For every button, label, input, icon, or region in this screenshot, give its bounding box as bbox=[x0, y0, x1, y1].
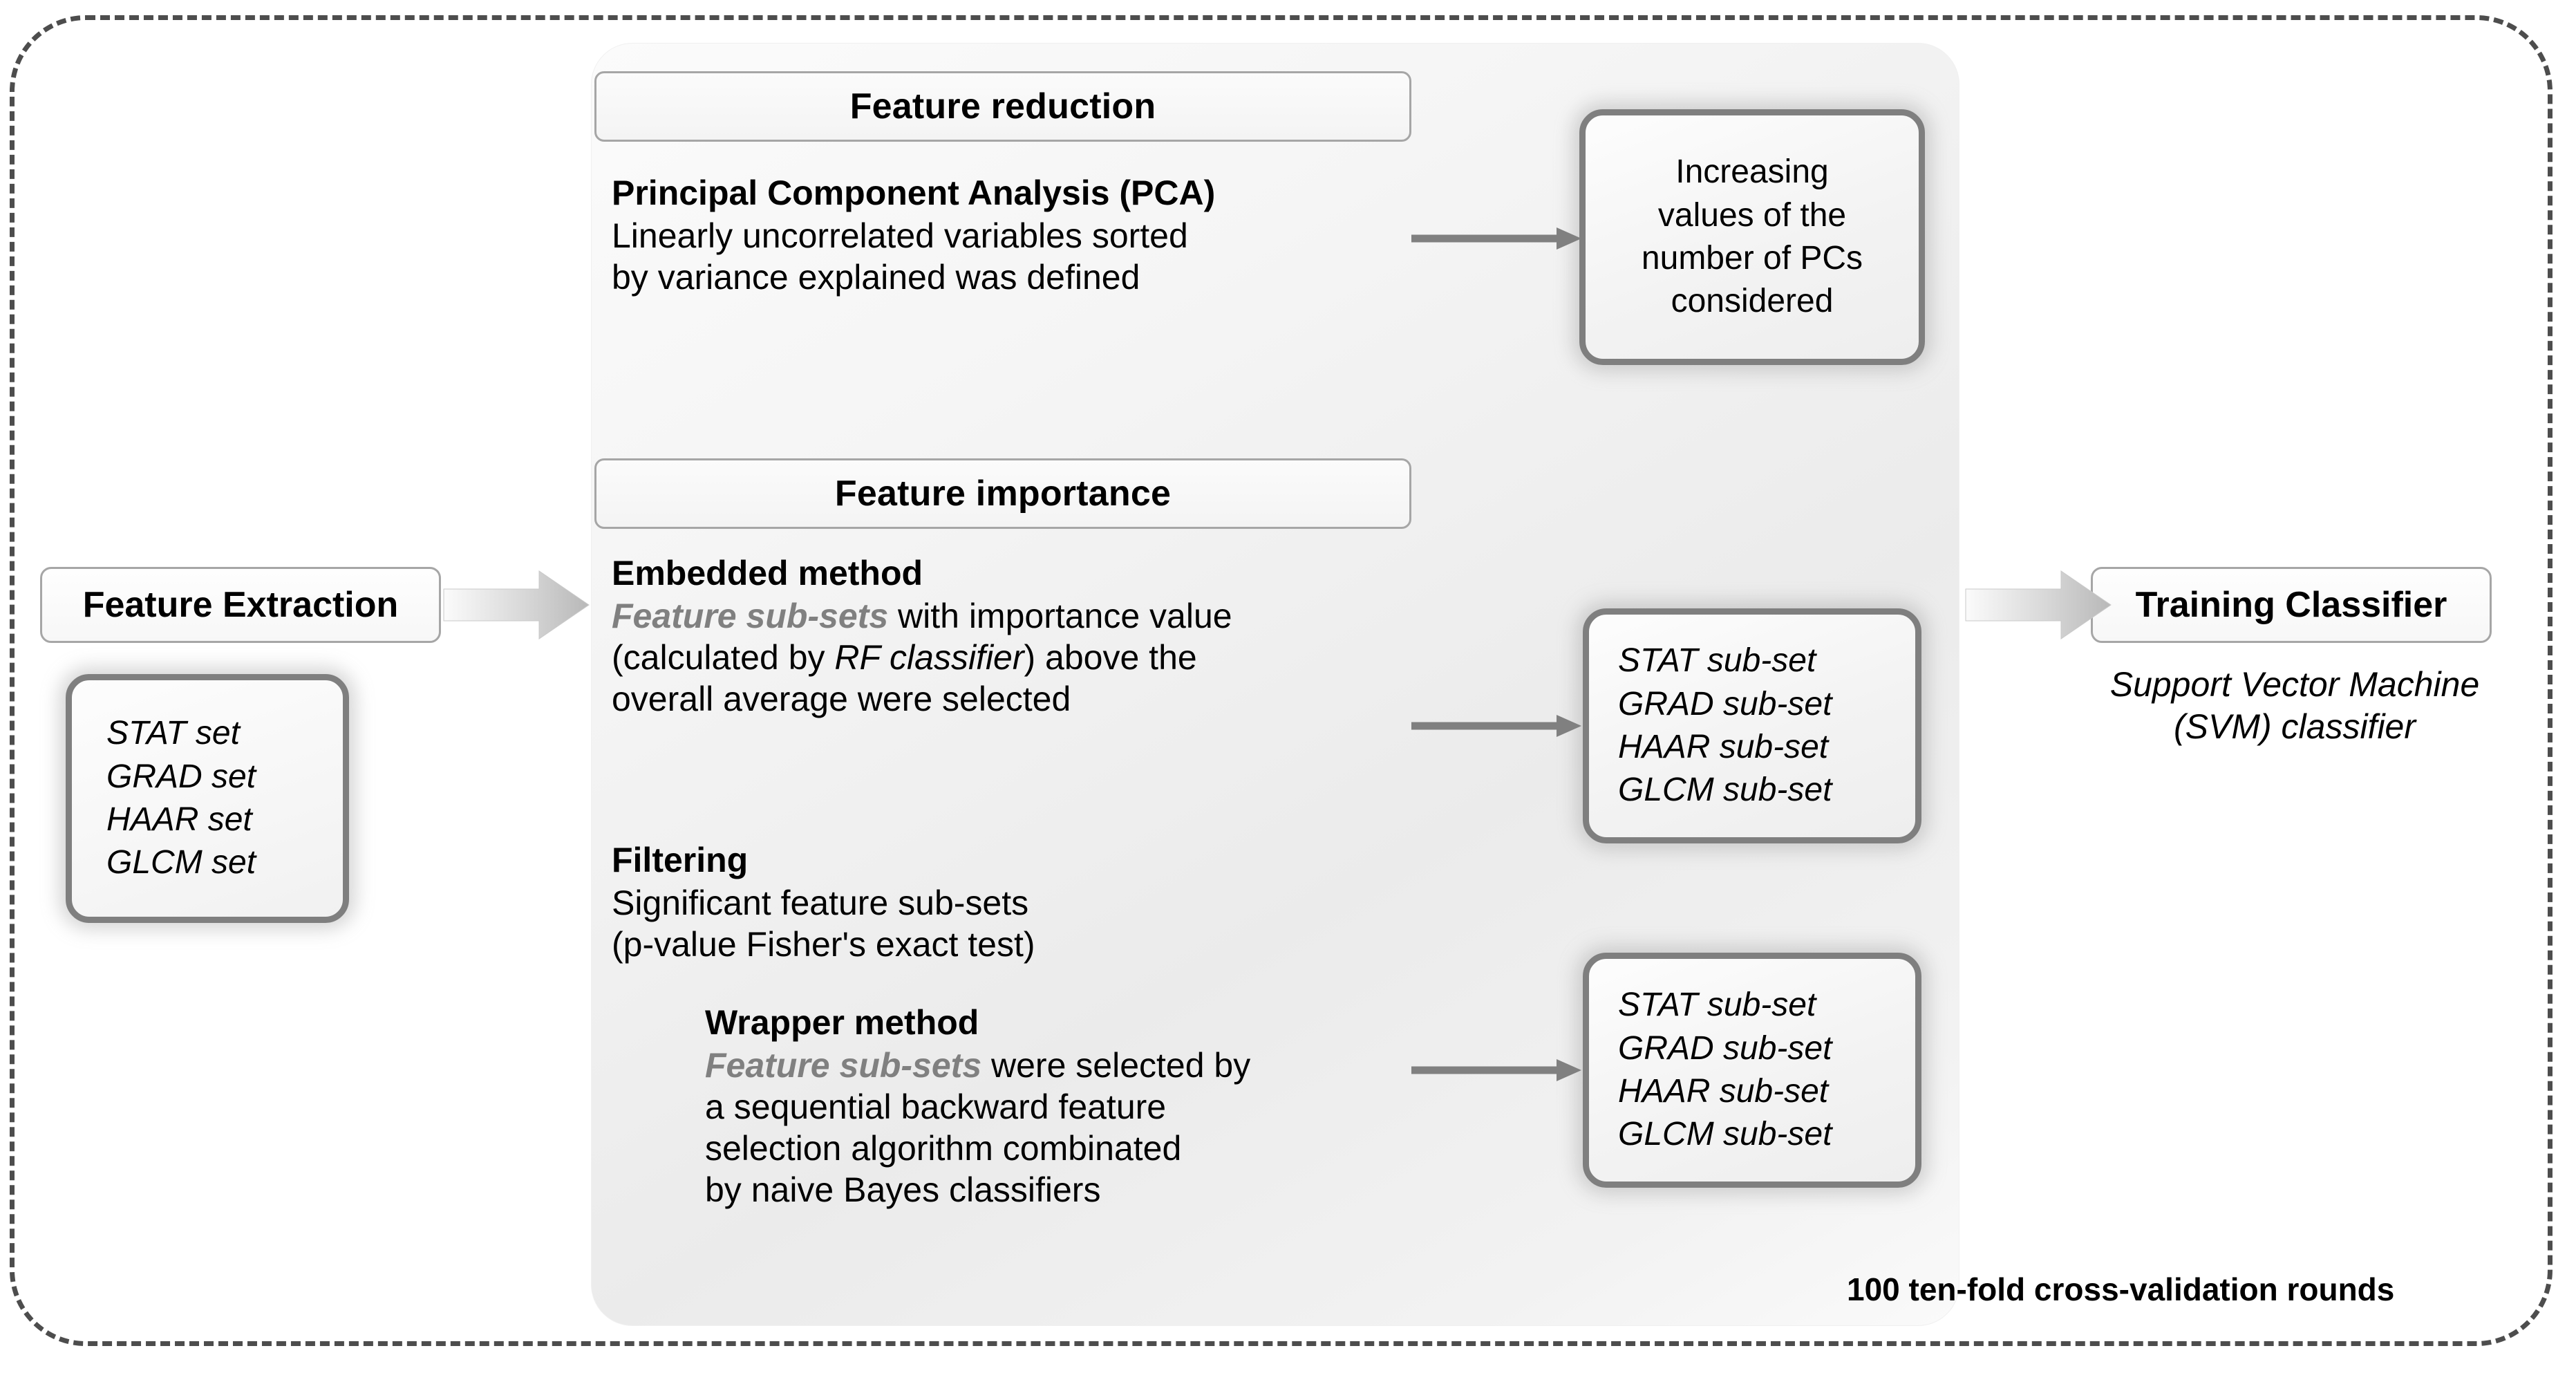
feature-extraction-box: Feature Extraction bbox=[40, 567, 441, 643]
filtering-heading: Filtering bbox=[612, 841, 749, 879]
svm-caption-line-1: Support Vector Machine bbox=[2109, 665, 2480, 704]
embedded-body-line-2-b: ) above the bbox=[1024, 638, 1197, 677]
filtering-body-line-2: (p-value Fisher's exact test) bbox=[612, 925, 1035, 964]
embedded-rf-classifier: RF classifier bbox=[834, 638, 1024, 677]
svm-caption: Support Vector Machine (SVM) classifier bbox=[2067, 664, 2523, 748]
text-block-filtering: Filtering Significant feature sub-sets (… bbox=[612, 840, 1413, 965]
thin-arrow-pca-to-pcs bbox=[1411, 227, 1581, 250]
embedded-body-line-2-a: (calculated by bbox=[612, 638, 835, 677]
text-block-embedded-method: Embedded method Feature sub-sets with im… bbox=[612, 553, 1413, 720]
embedded-body-line-3: overall average were selected bbox=[612, 680, 1071, 718]
pca-heading: Principal Component Analysis (PCA) bbox=[612, 174, 1216, 212]
output-line: values of the bbox=[1657, 196, 1847, 234]
feature-set-box: STAT set GRAD set HAAR set GLCM set bbox=[66, 674, 349, 923]
block-arrow-panel-to-training bbox=[1965, 570, 2112, 639]
output-line: STAT sub-set bbox=[1618, 642, 1816, 680]
section-header-feature-reduction: Feature reduction bbox=[594, 71, 1411, 142]
output-line: HAAR sub-set bbox=[1618, 1073, 1829, 1110]
output-line: number of PCs bbox=[1641, 240, 1863, 277]
output-box-embedded-subsets: STAT sub-set GRAD sub-set HAAR sub-set G… bbox=[1583, 608, 1921, 843]
thin-arrow-embedded-to-subsets bbox=[1411, 715, 1581, 737]
feature-set-item: GLCM set bbox=[106, 844, 256, 881]
wrapper-body-line-3: selection algorithm combinated bbox=[705, 1129, 1182, 1168]
output-line: GRAD sub-set bbox=[1618, 685, 1832, 722]
text-block-wrapper-method: Wrapper method Feature sub-sets were sel… bbox=[705, 1002, 1417, 1211]
feature-extraction-label: Feature Extraction bbox=[82, 585, 399, 625]
wrapper-body-line-4: by naive Bayes classifiers bbox=[705, 1170, 1101, 1209]
wrapper-heading: Wrapper method bbox=[705, 1003, 979, 1042]
wrapper-emphasis: Feature sub-sets bbox=[705, 1046, 982, 1085]
text-block-pca: Principal Component Analysis (PCA) Linea… bbox=[612, 173, 1413, 298]
pca-body-line-2: by variance explained was defined bbox=[612, 258, 1140, 297]
outer-dashed-frame bbox=[10, 15, 2553, 1346]
footer-caption: 100 ten-fold cross-validation rounds bbox=[1847, 1271, 2395, 1307]
wrapper-body-line-1: Feature sub-sets were selected by bbox=[705, 1045, 1417, 1086]
filtering-body-line-1: Significant feature sub-sets bbox=[612, 884, 1029, 922]
output-line: considered bbox=[1671, 283, 1834, 320]
embedded-body-rest-1: with importance value bbox=[888, 597, 1232, 635]
output-box-wrapper-subsets: STAT sub-set GRAD sub-set HAAR sub-set G… bbox=[1583, 953, 1921, 1188]
wrapper-body-line-2: a sequential backward feature bbox=[705, 1087, 1167, 1126]
output-box-pcs: Increasing values of the number of PCs c… bbox=[1579, 109, 1925, 365]
pca-body-line-1: Linearly uncorrelated variables sorted bbox=[612, 216, 1188, 255]
section-header-label: Feature reduction bbox=[849, 86, 1156, 127]
feature-set-item: GRAD set bbox=[106, 758, 256, 795]
feature-set-item: STAT set bbox=[106, 715, 240, 752]
section-header-feature-importance: Feature importance bbox=[594, 458, 1411, 529]
output-line: STAT sub-set bbox=[1618, 987, 1816, 1024]
feature-set-item: HAAR set bbox=[106, 801, 252, 838]
output-line: GLCM sub-set bbox=[1618, 1116, 1832, 1153]
output-line: Increasing bbox=[1675, 153, 1829, 191]
thin-arrow-wrapper-to-subsets bbox=[1411, 1059, 1581, 1081]
wrapper-body-rest-1: were selected by bbox=[981, 1046, 1251, 1085]
section-header-label: Feature importance bbox=[834, 474, 1172, 514]
embedded-heading: Embedded method bbox=[612, 554, 923, 592]
training-classifier-label: Training Classifier bbox=[2135, 585, 2447, 625]
embedded-emphasis: Feature sub-sets bbox=[612, 597, 889, 635]
embedded-body-line-1: Feature sub-sets with importance value bbox=[612, 595, 1413, 637]
training-classifier-box: Training Classifier bbox=[2091, 567, 2492, 643]
block-arrow-extraction-to-panel bbox=[443, 570, 590, 639]
output-line: GLCM sub-set bbox=[1618, 772, 1832, 809]
output-line: GRAD sub-set bbox=[1618, 1029, 1832, 1067]
embedded-body-line-2: (calculated by RF classifier) above the bbox=[612, 637, 1413, 678]
svm-caption-line-2: (SVM) classifier bbox=[2173, 707, 2416, 746]
output-line: HAAR sub-set bbox=[1618, 729, 1829, 765]
